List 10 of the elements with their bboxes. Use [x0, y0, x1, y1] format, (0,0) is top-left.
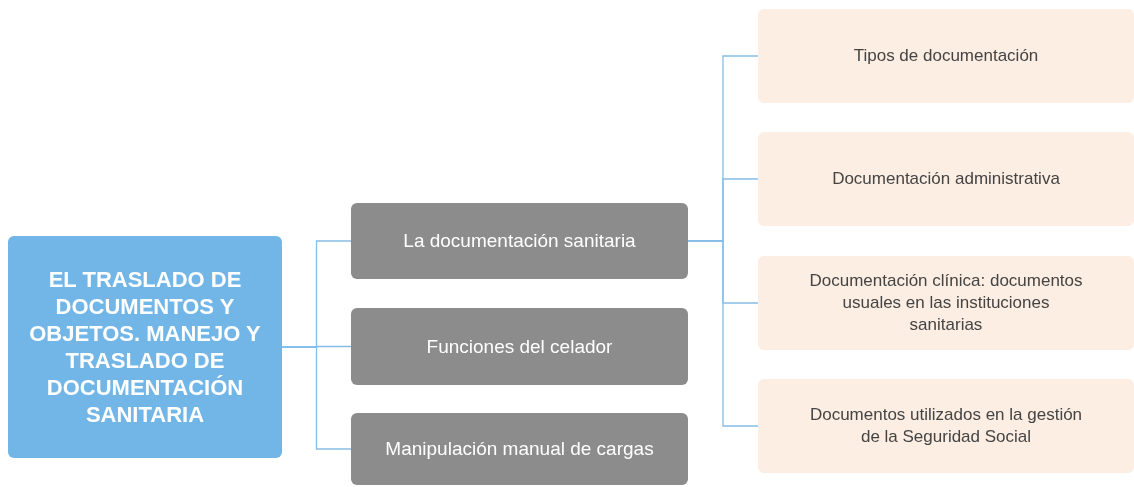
topic-box: EL TRASLADO DE DOCUMENTOS Y OBJETOS. MANEJO Y TRASLADO DE DOCUMENTACIÓN SANITARIA — [8, 236, 282, 458]
detail-box: Documentos utilizados en la gestión de la Seguridad Social — [758, 379, 1134, 473]
detail-box: Tipos de documentación — [758, 9, 1134, 103]
subtopic-box: Manipulación manual de cargas — [351, 413, 688, 485]
detail-box: Documentación administrativa — [758, 132, 1134, 226]
subtopic-box: La documentación sanitaria — [351, 203, 688, 279]
connector-line — [687, 240, 759, 427]
subtopic-box: Funciones del celador — [351, 308, 688, 385]
detail-box: Documentación clínica: documentos usuales en las instituciones sanitarias — [758, 256, 1134, 350]
connector-line — [281, 346, 352, 450]
